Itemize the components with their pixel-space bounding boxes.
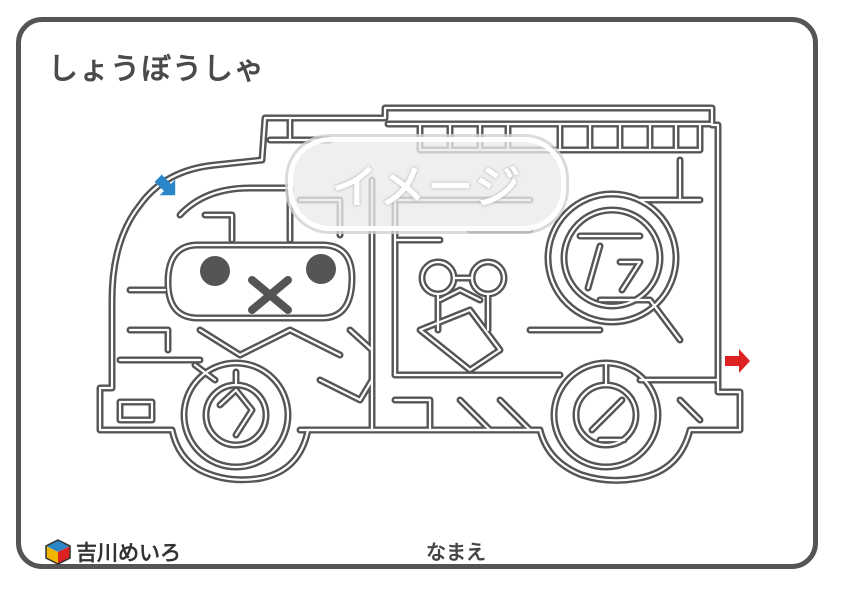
cube-logo-icon [45,539,71,565]
start-arrow-icon [154,174,176,196]
sample-watermark: イメージ [288,137,566,231]
face-eyes-icon [200,254,336,286]
name-label: なまえ [426,540,486,564]
page-title: しょうぼうしゃ [48,52,265,87]
name-input-line[interactable] [422,564,798,567]
brand-name: 吉川めいろ [76,541,181,565]
brand: 吉川めいろ [44,537,181,567]
watermark-text: イメージ [331,160,523,214]
face-mouth-icon [248,276,292,314]
goal-arrow-icon [725,349,750,373]
